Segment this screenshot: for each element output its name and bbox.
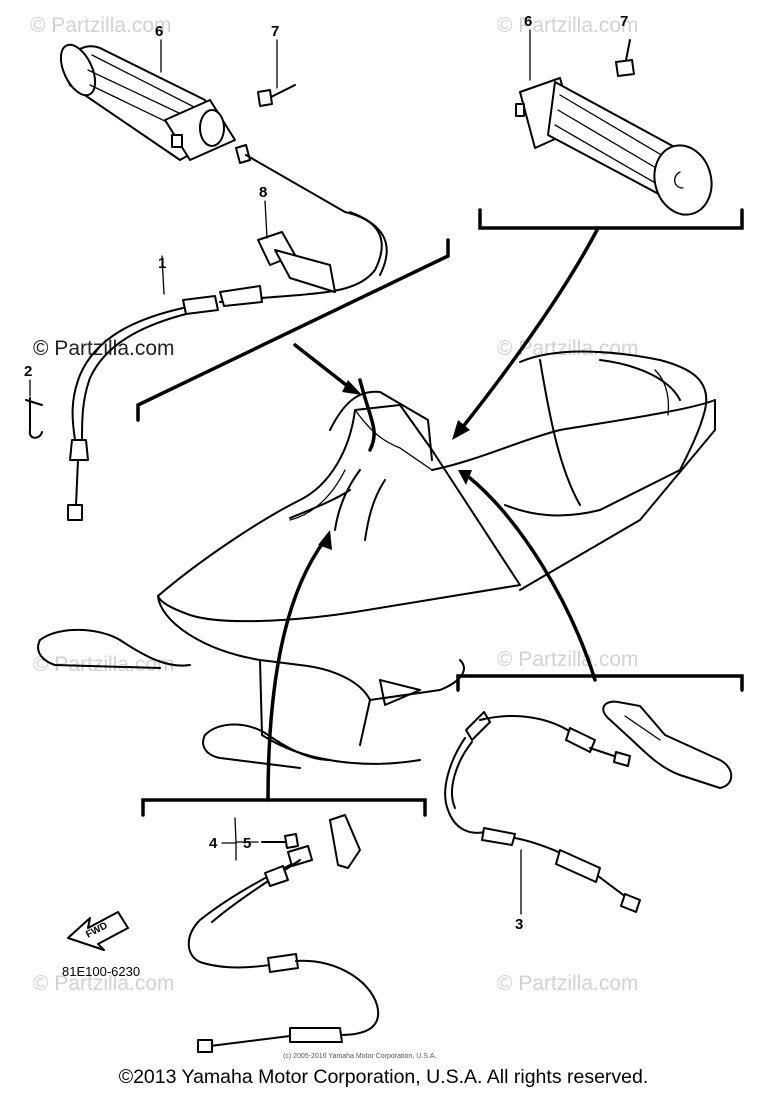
snowmobile-illustration (37, 350, 716, 769)
right-grip-part (515, 77, 713, 216)
diagram-code: 81E100-6230 (62, 964, 140, 979)
callout-4: 4 (209, 835, 218, 852)
watermark-lower-right: © Partzilla.com (497, 648, 639, 671)
brake-cable-part (444, 700, 733, 913)
callout-8: 8 (259, 184, 267, 201)
watermark-bottom-right: © Partzilla.com (497, 972, 639, 995)
inset-bracket-throttle (136, 238, 450, 422)
inset-bracket-right-grip (478, 208, 744, 230)
inset-bracket-brake (456, 674, 744, 692)
callout-6-left: 6 (155, 23, 163, 40)
footer-copyright: ©2013 Yamaha Motor Corporation, U.S.A. A… (118, 1066, 649, 1088)
fwd-arrow: FWD (67, 911, 129, 951)
screw-left-part (257, 84, 296, 107)
watermark-mid-left: © Partzilla.com (33, 337, 175, 360)
watermark-top-left: © Partzilla.com (30, 14, 172, 37)
choke-cable-part (187, 814, 380, 1053)
watermark-mid-right: © Partzilla.com (497, 337, 639, 360)
callout-7-left: 7 (271, 23, 279, 40)
callout-2: 2 (24, 363, 32, 380)
watermark-lower-left: © Partzilla.com (33, 653, 175, 676)
inset-bracket-choke (141, 798, 427, 817)
watermark-bottom-left: © Partzilla.com (33, 972, 175, 995)
callouts: 6 7 8 1 2 6 7 3 4 5 (24, 13, 628, 933)
pointer-lines (266, 228, 599, 802)
callout-6-right: 6 (524, 13, 532, 30)
clip-part (25, 397, 43, 439)
screw-right-part (615, 39, 635, 77)
watermark-top-right: © Partzilla.com (497, 14, 639, 37)
watermark-group: © Partzilla.com © Partzilla.com © Partzi… (30, 14, 639, 995)
callout-5: 5 (243, 835, 251, 852)
throttle-cable-part (67, 144, 388, 521)
left-grip-part (59, 43, 236, 161)
small-copyright: (c) 2005-2016 Yamaha Motor Corporation, … (283, 1053, 436, 1060)
callout-7-right: 7 (620, 13, 628, 30)
callout-3: 3 (515, 916, 523, 933)
